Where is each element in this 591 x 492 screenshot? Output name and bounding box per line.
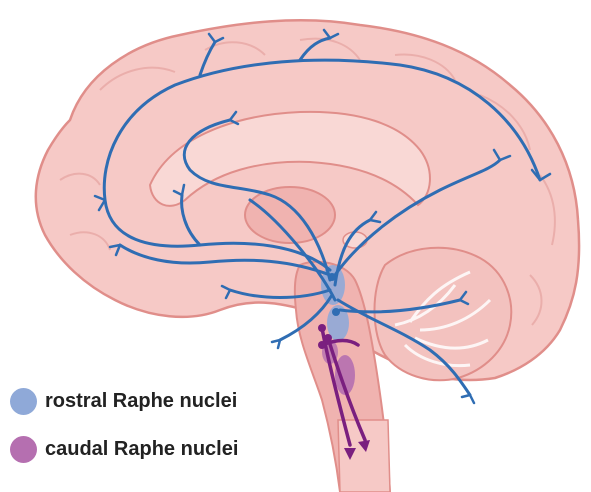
rostral-nucleus-dot: [332, 308, 340, 316]
caudal-nucleus-dot: [324, 334, 332, 342]
rostral-nucleus-dot: [328, 273, 336, 281]
caudal-nucleus-dot: [318, 324, 326, 332]
legend-item-caudal: caudal Raphe nuclei: [10, 436, 238, 463]
rostral-legend-label: rostral Raphe nuclei: [45, 390, 237, 413]
rostral-legend-swatch: [10, 388, 37, 415]
caudal-nucleus-dot: [318, 341, 326, 349]
caudal-legend-swatch: [10, 436, 37, 463]
caudal-legend-label: caudal Raphe nuclei: [45, 438, 238, 461]
legend-item-rostral: rostral Raphe nuclei: [10, 388, 237, 415]
